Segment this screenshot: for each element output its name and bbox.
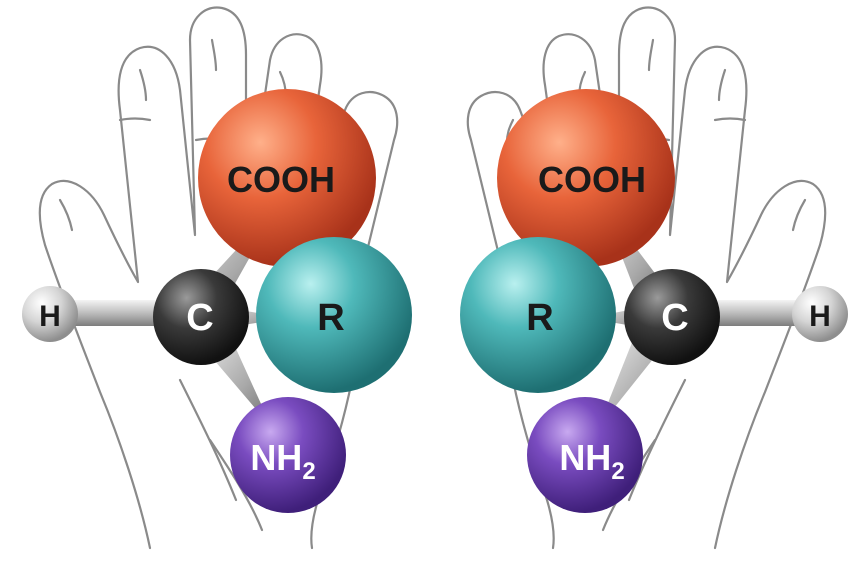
right-nh2-base: NH (559, 437, 611, 478)
left-carbon-label: C (186, 297, 213, 339)
right-nh2-atom (527, 397, 643, 513)
right-carbon-label: C (661, 297, 688, 339)
right-h-atom (792, 286, 848, 342)
left-cooh-atom (198, 89, 376, 267)
right-r-atom (460, 237, 616, 393)
right-r-label: R (526, 297, 553, 339)
left-h-label: H (39, 300, 61, 333)
right-nh2-label: NH2 (559, 437, 624, 485)
right-hand: COOH R C H NH2 (460, 6, 848, 550)
left-carbon-atom (153, 269, 249, 365)
left-r-atom (256, 237, 412, 393)
right-nh2-sub: 2 (611, 458, 624, 485)
right-cooh-atom (497, 89, 675, 267)
left-nh2-atom (230, 397, 346, 513)
left-cooh-label: COOH (227, 159, 335, 200)
left-hand: COOH R C H NH2 (22, 6, 412, 550)
left-r-label: R (317, 297, 344, 339)
right-cooh-label: COOH (538, 159, 646, 200)
left-h-atom (22, 286, 78, 342)
left-nh2-label: NH2 (250, 437, 315, 485)
right-h-label: H (809, 300, 831, 333)
left-nh2-sub: 2 (302, 458, 315, 485)
left-nh2-base: NH (250, 437, 302, 478)
right-carbon-atom (624, 269, 720, 365)
